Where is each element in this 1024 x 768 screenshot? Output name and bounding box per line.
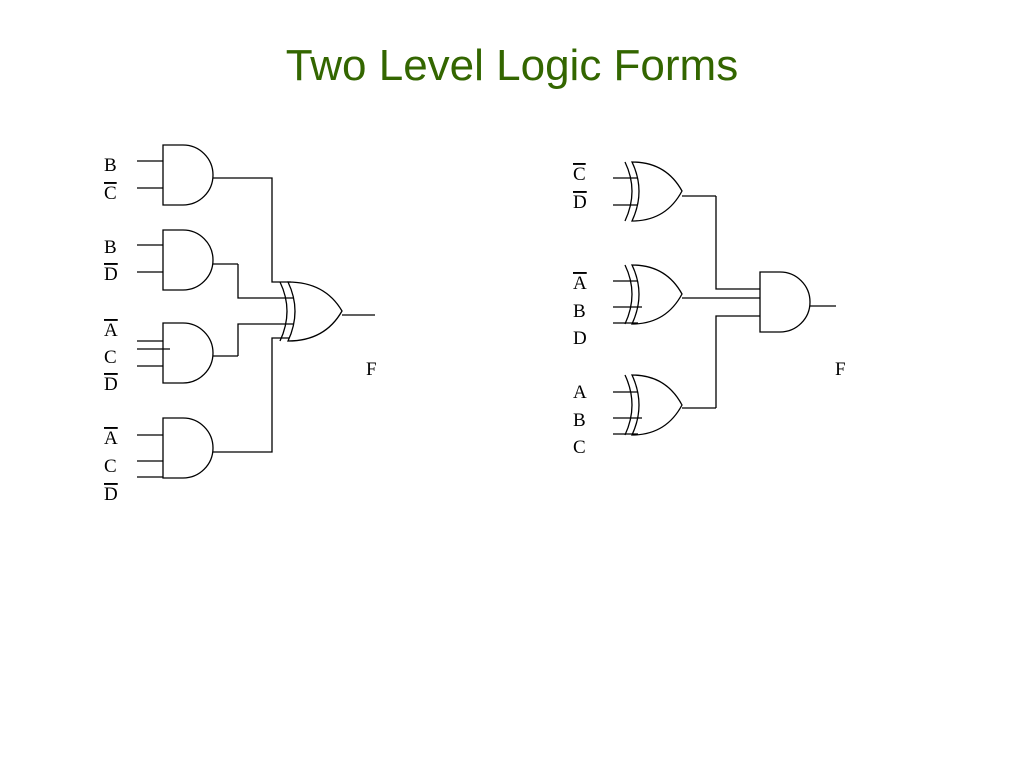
right-or-gate-3: A B C — [573, 374, 716, 458]
input-label-complemented: D — [104, 264, 118, 285]
right-or-gate-2: A B D — [573, 264, 760, 349]
input-label: C — [104, 456, 117, 477]
right-circuit: C D A B D A B C — [573, 161, 846, 458]
input-label-complemented: C — [104, 183, 117, 204]
input-label: C — [104, 347, 117, 368]
input-label: B — [104, 237, 117, 258]
left-and-gate-2: B D — [104, 229, 238, 291]
or-gate-body — [630, 264, 683, 325]
left-circuit: B C B D A C D — [104, 144, 377, 505]
and-gate-body — [162, 229, 214, 291]
slide-title: Two Level Logic Forms — [285, 41, 739, 90]
right-and-gate-output: F — [759, 271, 846, 380]
input-label-complemented: D — [573, 192, 587, 213]
input-label-complemented: A — [573, 273, 587, 294]
left-and-gate-1: B C — [104, 144, 231, 206]
input-label-complemented: C — [573, 164, 586, 185]
input-label: A — [573, 382, 587, 403]
input-label-complemented: A — [104, 320, 118, 341]
input-label: B — [573, 410, 586, 431]
right-or-gate-1: C D — [573, 161, 716, 222]
output-label: F — [835, 359, 846, 380]
left-and-gate-3: A C D — [104, 320, 238, 395]
left-and-gate-4: A C D — [104, 417, 240, 505]
input-label: B — [573, 301, 586, 322]
or-gate-body — [630, 374, 683, 436]
or-gate-body — [286, 281, 343, 342]
input-label-complemented: A — [104, 428, 118, 449]
and-gate-body — [162, 322, 214, 384]
and-gate-body — [162, 144, 214, 206]
output-label: F — [366, 359, 377, 380]
input-label-complemented: D — [104, 484, 118, 505]
input-label: C — [573, 437, 586, 458]
input-label: D — [573, 328, 587, 349]
and-gate-body — [162, 417, 214, 479]
right-interconnect — [715, 196, 760, 408]
input-label-complemented: D — [104, 374, 118, 395]
or-gate-body — [630, 161, 683, 222]
input-label: B — [104, 155, 117, 176]
and-gate-body — [759, 271, 811, 333]
left-or-gate-output: F — [279, 281, 377, 380]
